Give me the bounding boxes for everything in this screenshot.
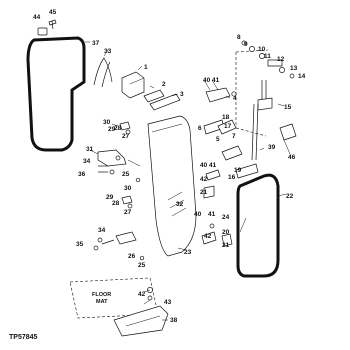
callout-42a: 42 [200, 176, 208, 183]
hinge-upper-5 [205, 87, 237, 103]
callout-33: 33 [104, 48, 112, 55]
callout-46: 46 [288, 154, 296, 161]
callout-12: 12 [277, 56, 285, 63]
floor-mat-label-line2: MAT [96, 299, 108, 305]
callout-17: 17 [224, 123, 232, 130]
callout-14: 14 [298, 73, 306, 80]
callout-41b: 41 [209, 162, 217, 169]
callout-34a: 34 [83, 158, 91, 165]
callout-2: 2 [162, 81, 166, 88]
floor-mat-label-line1: FLOOR [92, 292, 111, 298]
hardware-8-14 [241, 40, 295, 79]
callout-31: 31 [86, 146, 94, 153]
door-panel-23 [147, 115, 197, 257]
callout-41c: 41 [208, 211, 216, 218]
callout-15: 15 [284, 104, 292, 111]
callout-30b: 30 [124, 185, 132, 192]
callout-6: 6 [198, 125, 202, 132]
callout-40b: 40 [200, 162, 208, 169]
callout-20: 20 [222, 229, 230, 236]
pins-25 [135, 177, 145, 261]
callout-45: 45 [49, 9, 57, 16]
hinge-pins-27-30 [119, 121, 133, 209]
wire-clips-33 [93, 49, 113, 88]
callout-1: 1 [144, 64, 148, 71]
callout-21b: 21 [222, 242, 230, 249]
clip-44 [37, 27, 48, 36]
callout-13: 13 [290, 65, 298, 72]
door-handle-31 [97, 149, 127, 167]
callout-3: 3 [180, 91, 184, 98]
hinge-bracket-3 [149, 93, 181, 111]
handle-16 [235, 163, 259, 179]
callout-29b: 29 [106, 194, 114, 201]
callout-4: 4 [233, 95, 237, 102]
callout-29a: 29 [108, 126, 116, 133]
latch-35 [93, 237, 115, 251]
screw-45 [48, 19, 57, 30]
callout-25b: 25 [138, 262, 146, 269]
callout-37: 37 [92, 40, 100, 47]
callout-36: 36 [78, 171, 86, 178]
bracket-2 [143, 89, 165, 103]
door-seal-37 [26, 36, 86, 152]
callout-39: 39 [268, 144, 276, 151]
callout-27b: 27 [124, 209, 132, 216]
callout-42c: 42 [138, 291, 146, 298]
screws-34-36 [98, 165, 115, 175]
callout-19: 19 [234, 167, 242, 174]
callout-44: 44 [33, 14, 41, 21]
hinge-26 [115, 231, 137, 245]
callout-40a: 40 [203, 77, 211, 84]
callout-22: 22 [286, 193, 294, 200]
latch-46 [279, 123, 297, 141]
callout-40c: 40 [194, 211, 202, 218]
callout-8: 8 [237, 34, 241, 41]
callout-42b: 42 [204, 233, 212, 240]
callout-32: 32 [176, 201, 184, 208]
hinge-mid-19 [221, 145, 243, 161]
callout-38: 38 [170, 317, 178, 324]
dome-light-1 [121, 71, 145, 99]
striker-20-21 [203, 185, 233, 247]
callout-43: 43 [164, 299, 172, 306]
callout-23: 23 [184, 249, 192, 256]
callout-16: 16 [228, 174, 236, 181]
figure-id: TP57845 [9, 334, 38, 341]
hinge-40-41-42 [201, 169, 221, 245]
callout-26: 26 [128, 253, 136, 260]
callout-41a: 41 [212, 77, 220, 84]
callout-9: 9 [244, 41, 248, 48]
callout-28b: 28 [112, 200, 120, 207]
callout-5: 5 [216, 136, 220, 143]
callout-7: 7 [232, 133, 236, 140]
step-bracket-38 [113, 305, 169, 337]
callout-27a: 27 [122, 133, 130, 140]
callout-10: 10 [258, 46, 266, 53]
callout-35: 35 [76, 241, 84, 248]
fasteners-42-43 [147, 287, 153, 301]
latch-rod-assembly [235, 49, 273, 161]
callout-30a: 30 [103, 119, 111, 126]
callout-21: 21 [200, 189, 208, 196]
callout-11: 11 [264, 53, 271, 60]
leader-lines [85, 41, 291, 321]
callout-24: 24 [222, 214, 230, 221]
callout-28a: 28 [114, 125, 122, 132]
callout-34b: 34 [98, 227, 106, 234]
callout-18: 18 [222, 114, 230, 121]
door-seal-22 [236, 173, 280, 278]
callout-25a: 25 [122, 171, 130, 178]
